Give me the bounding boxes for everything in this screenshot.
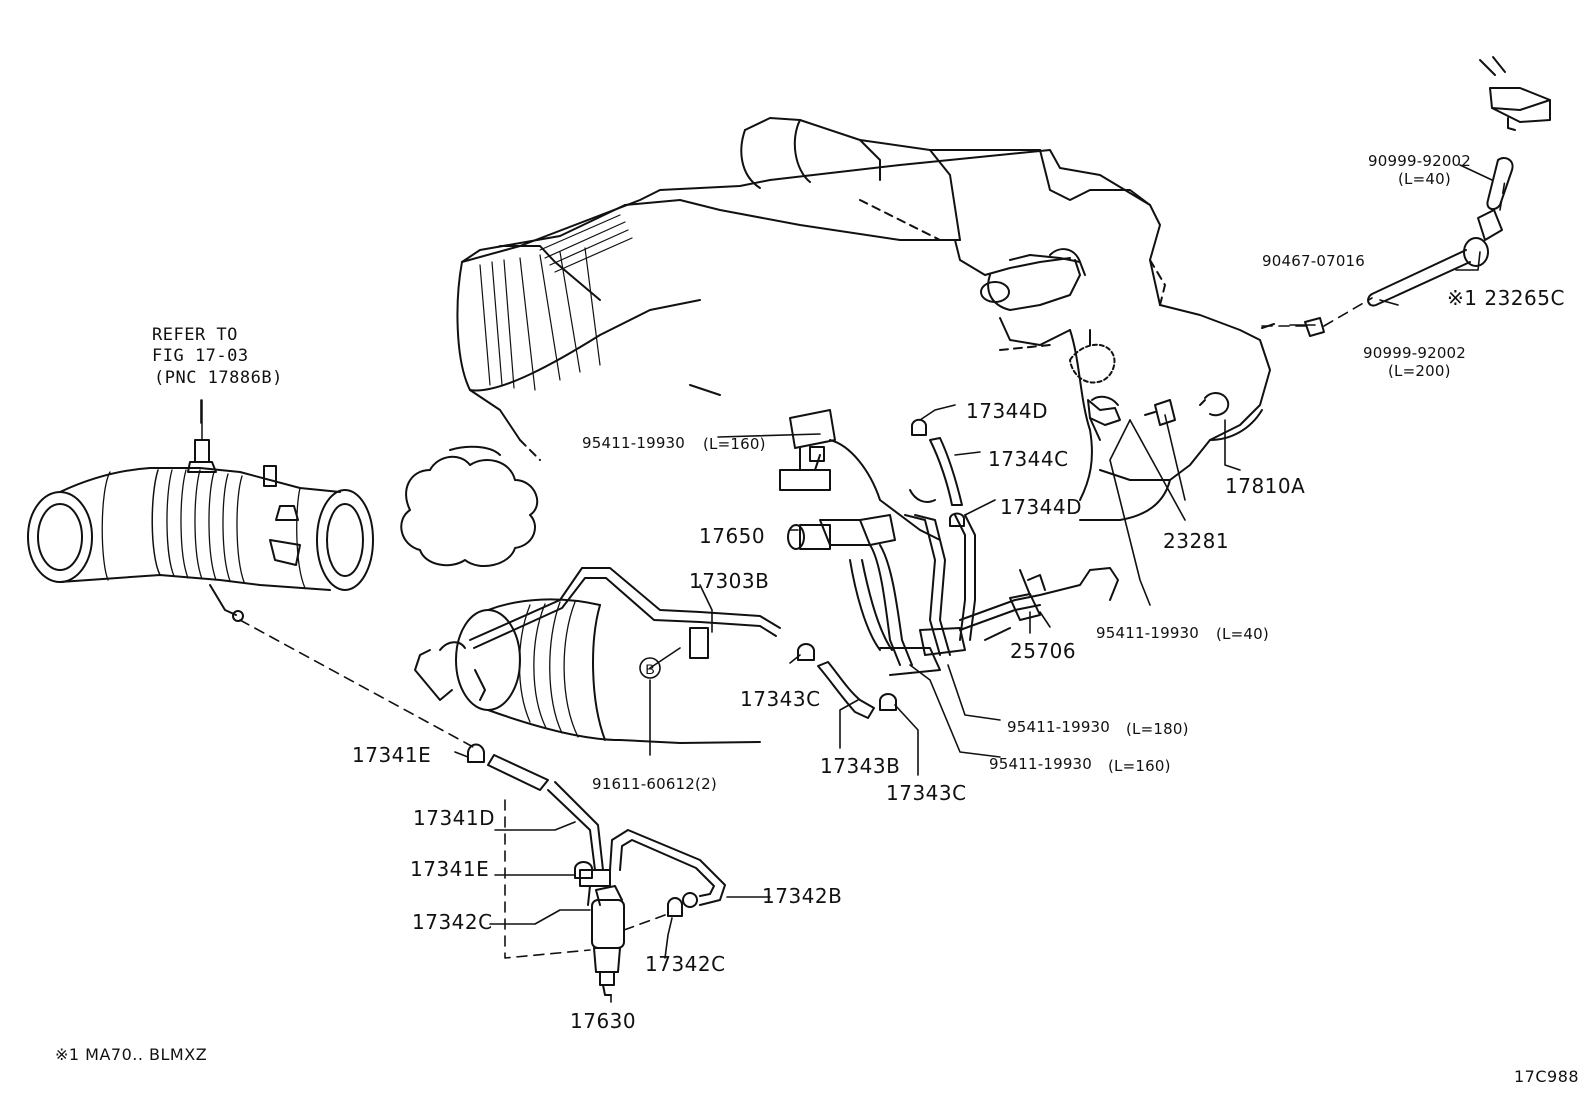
part-label-23281: 23281 bbox=[1163, 529, 1230, 553]
part-label-23265c: ※1 23265C bbox=[1447, 286, 1565, 310]
lower-hoses bbox=[467, 417, 1101, 996]
part-label-17344d-mid: 17344D bbox=[1000, 495, 1083, 519]
bracket-25706 bbox=[959, 567, 1119, 641]
part-label-17810a: 17810A bbox=[1225, 474, 1306, 498]
part-label-17344c: 17344C bbox=[988, 447, 1069, 471]
refer-note-line1: REFER TO bbox=[152, 325, 238, 345]
marker-b-letter: B bbox=[645, 661, 654, 677]
right-sensor-parts bbox=[1069, 329, 1230, 426]
part-label-17344d-top: 17344D bbox=[966, 399, 1049, 423]
part-label-17303b: 17303B bbox=[689, 569, 770, 593]
part-label-17341e-top: 17341E bbox=[352, 743, 432, 767]
part-label-17342c-right: 17342C bbox=[645, 952, 726, 976]
refer-note-line3: (PNC 17886B) bbox=[154, 368, 283, 388]
part-label-95411-19930-l180-length: (L=180) bbox=[1126, 720, 1189, 738]
part-label-95411-19930-l160-bottom: 95411-19930 bbox=[989, 755, 1093, 773]
part-label-17342b: 17342B bbox=[762, 884, 843, 908]
part-label-91611-60612: 91611-60612(2) bbox=[592, 775, 717, 793]
part-label-17343b: 17343B bbox=[820, 754, 901, 778]
footnote: ※1 MA70.. BLMXZ bbox=[55, 1045, 208, 1064]
air-intake-hose bbox=[27, 399, 374, 622]
vacuum-tank bbox=[414, 567, 781, 744]
part-label-90999-92002-bottom: 90999-92002 bbox=[1363, 344, 1467, 362]
part-label-17342c-left: 17342C bbox=[412, 910, 493, 934]
part-label-90467-07016: 90467-07016 bbox=[1262, 252, 1366, 270]
part-label-95411-19930-l40: 95411-19930 bbox=[1096, 624, 1200, 642]
part-label-90999-92002-top: 90999-92002 bbox=[1368, 152, 1472, 170]
leader-lines bbox=[200, 164, 1493, 1003]
part-label-17630: 17630 bbox=[570, 1009, 637, 1033]
top-right-filter-assembly bbox=[1261, 56, 1551, 337]
refer-note-line2: FIG 17-03 bbox=[152, 346, 249, 366]
engine-block-lower bbox=[400, 384, 721, 567]
dashed-assembly-lines bbox=[239, 179, 1506, 959]
part-label-95411-19930-l40-length: (L=40) bbox=[1216, 625, 1269, 643]
part-label-25706: 25706 bbox=[1010, 639, 1077, 663]
part-label-95411-19930-l160-top: 95411-19930 bbox=[582, 434, 686, 452]
marker-b-circle bbox=[639, 657, 661, 679]
figure-code: 17C988 bbox=[1514, 1067, 1580, 1086]
intake-plenum bbox=[456, 117, 1271, 521]
part-label-17341d: 17341D bbox=[413, 806, 496, 830]
part-label-95411-19930-l160-top-length: (L=160) bbox=[703, 435, 766, 453]
part-label-90999-92002-top-length: (L=40) bbox=[1398, 170, 1451, 188]
part-label-17343c-bottom: 17343C bbox=[886, 781, 967, 805]
part-label-17341e-bottom: 17341E bbox=[410, 857, 490, 881]
part-label-95411-19930-l180: 95411-19930 bbox=[1007, 718, 1111, 736]
part-label-17650: 17650 bbox=[699, 524, 766, 548]
part-label-17343c-left: 17343C bbox=[740, 687, 821, 711]
part-label-95411-19930-l160-bottom-length: (L=160) bbox=[1108, 757, 1171, 775]
part-label-90999-92002-bottom-length: (L=200) bbox=[1388, 362, 1451, 380]
